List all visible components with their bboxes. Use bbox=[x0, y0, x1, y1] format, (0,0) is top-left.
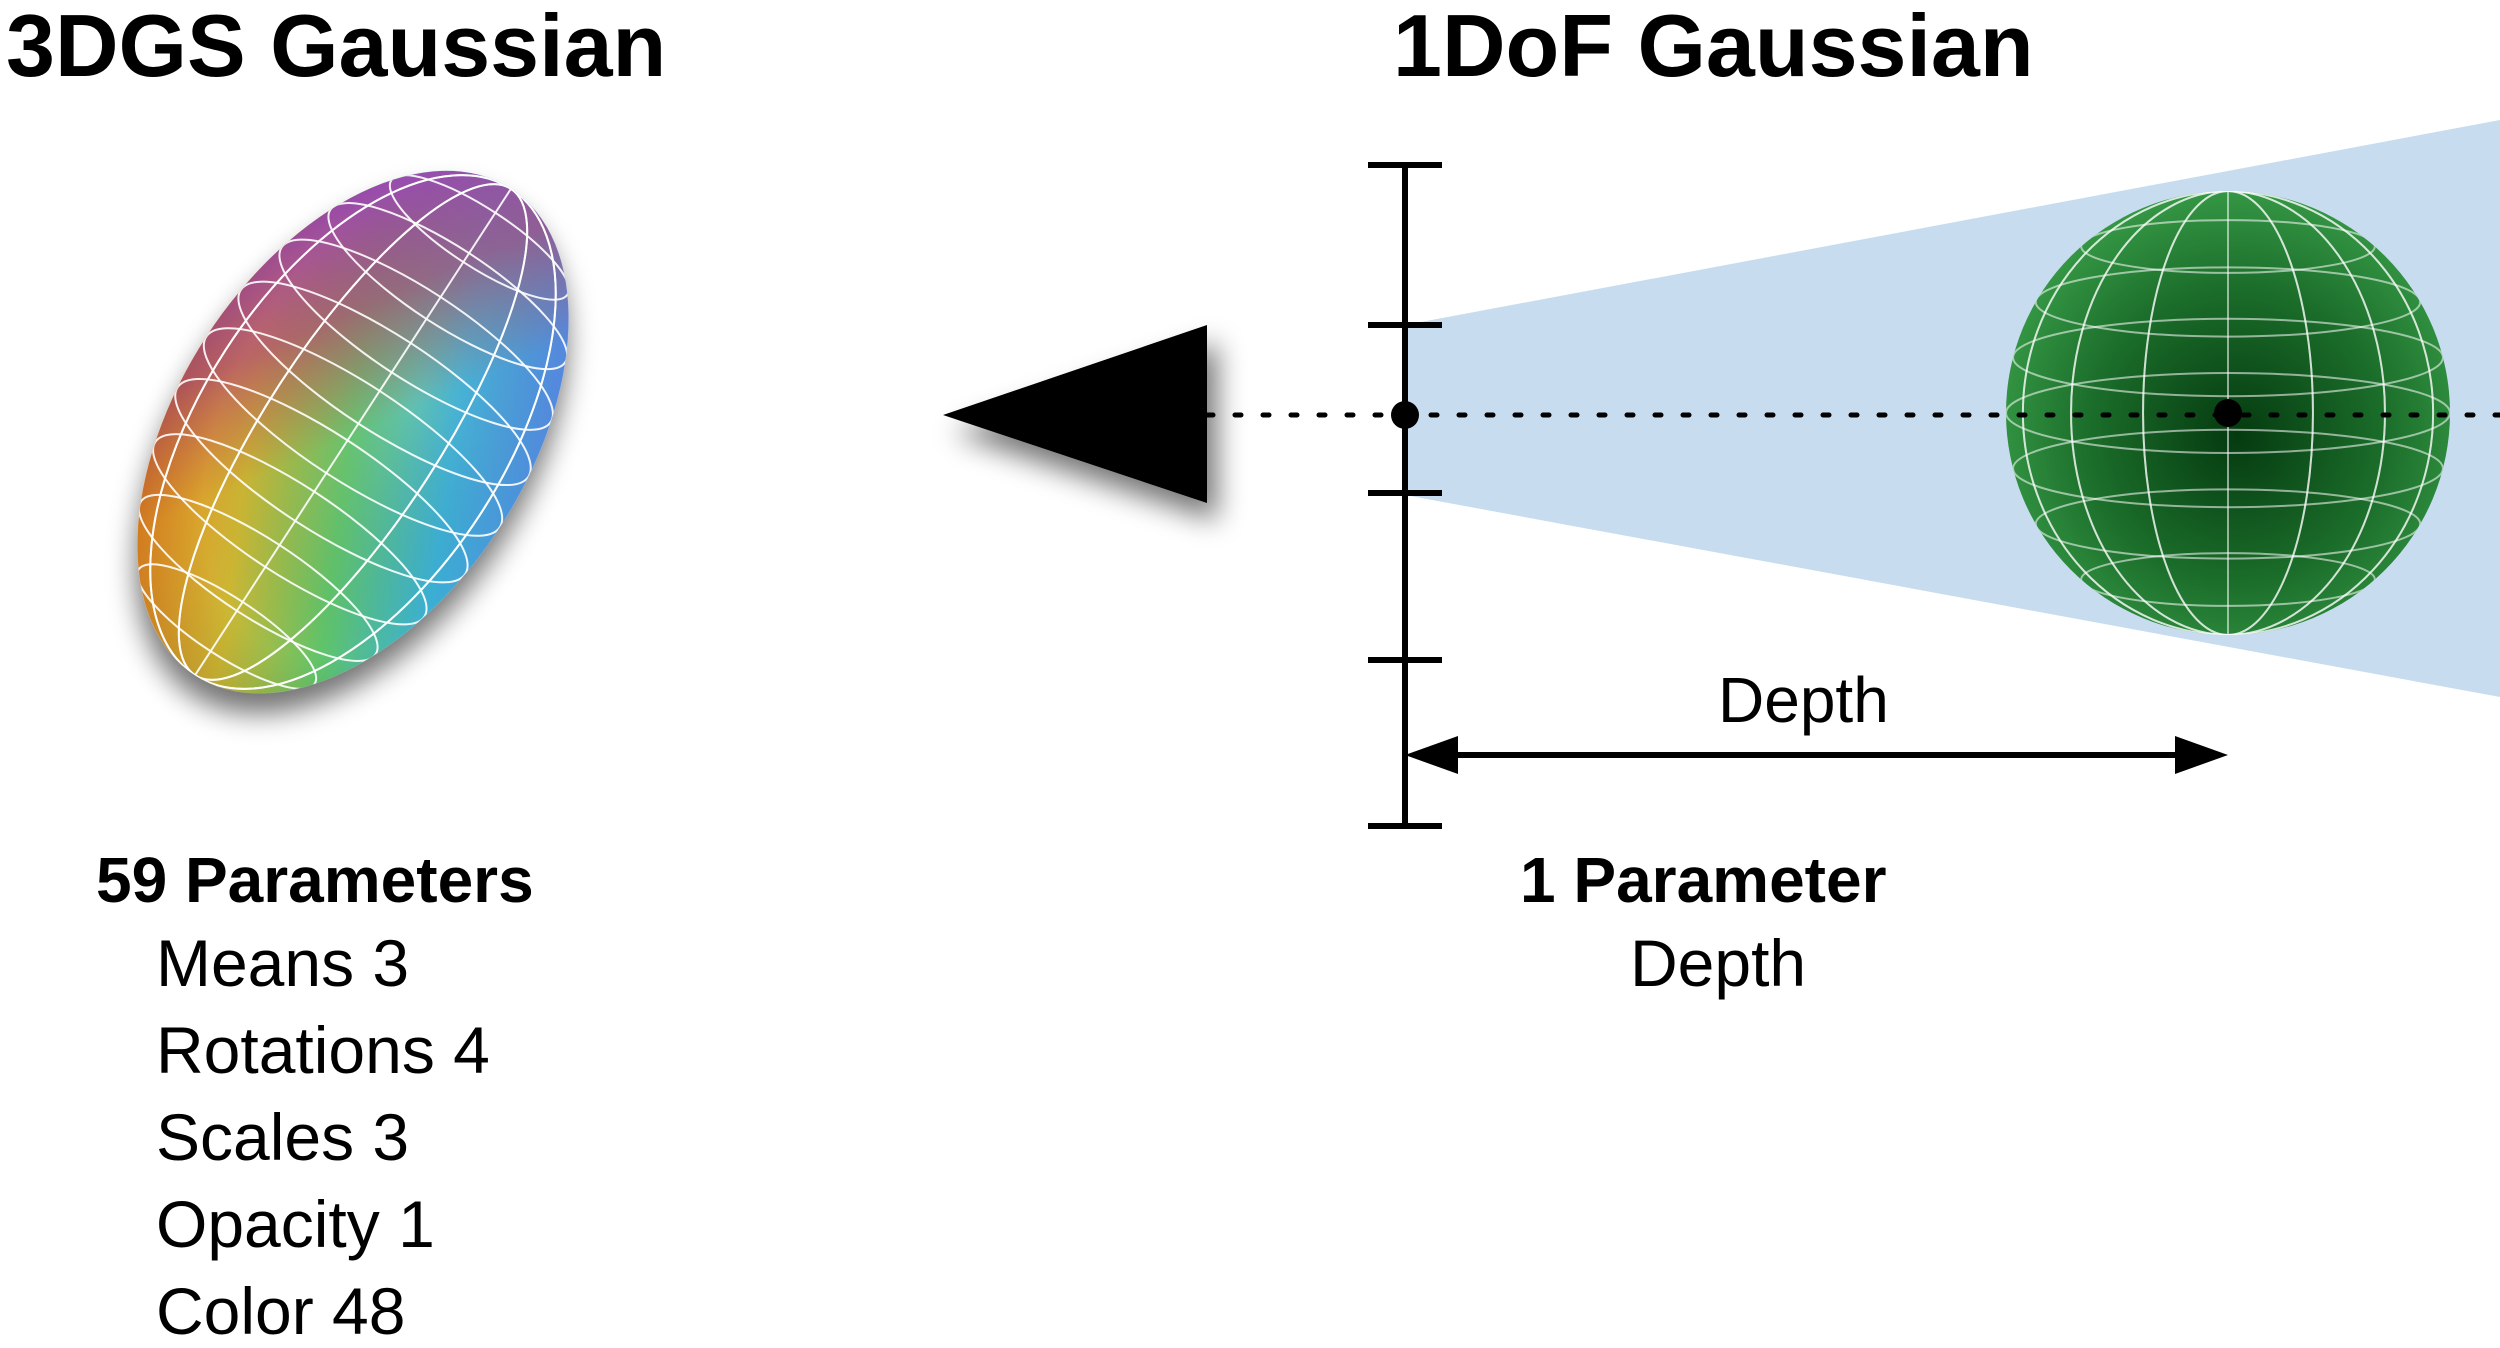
param-scales: Scales 3 bbox=[156, 1100, 410, 1174]
param-depth: Depth bbox=[1630, 926, 1807, 1000]
params-heading-1dof: 1 Parameter bbox=[1520, 844, 1887, 916]
camera-triangle bbox=[943, 325, 1207, 503]
title-1dof: 1DoF Gaussian bbox=[1393, 0, 2034, 95]
depth-arrow bbox=[1405, 736, 2228, 774]
ellipsoid-3dgs bbox=[136, 170, 570, 694]
gaussian-center-point bbox=[2214, 399, 2242, 427]
title-3dgs: 3DGS Gaussian bbox=[6, 0, 667, 95]
depth-dimension-label: Depth bbox=[1718, 664, 1889, 736]
param-rotations: Rotations 4 bbox=[156, 1013, 490, 1087]
param-opacity: Opacity 1 bbox=[156, 1187, 435, 1261]
pixel-point bbox=[1391, 401, 1419, 429]
image-plane bbox=[1368, 162, 1442, 829]
param-color: Color 48 bbox=[156, 1274, 406, 1348]
param-means: Means 3 bbox=[156, 926, 410, 1000]
params-heading-3dgs: 59 Parameters bbox=[96, 844, 534, 916]
